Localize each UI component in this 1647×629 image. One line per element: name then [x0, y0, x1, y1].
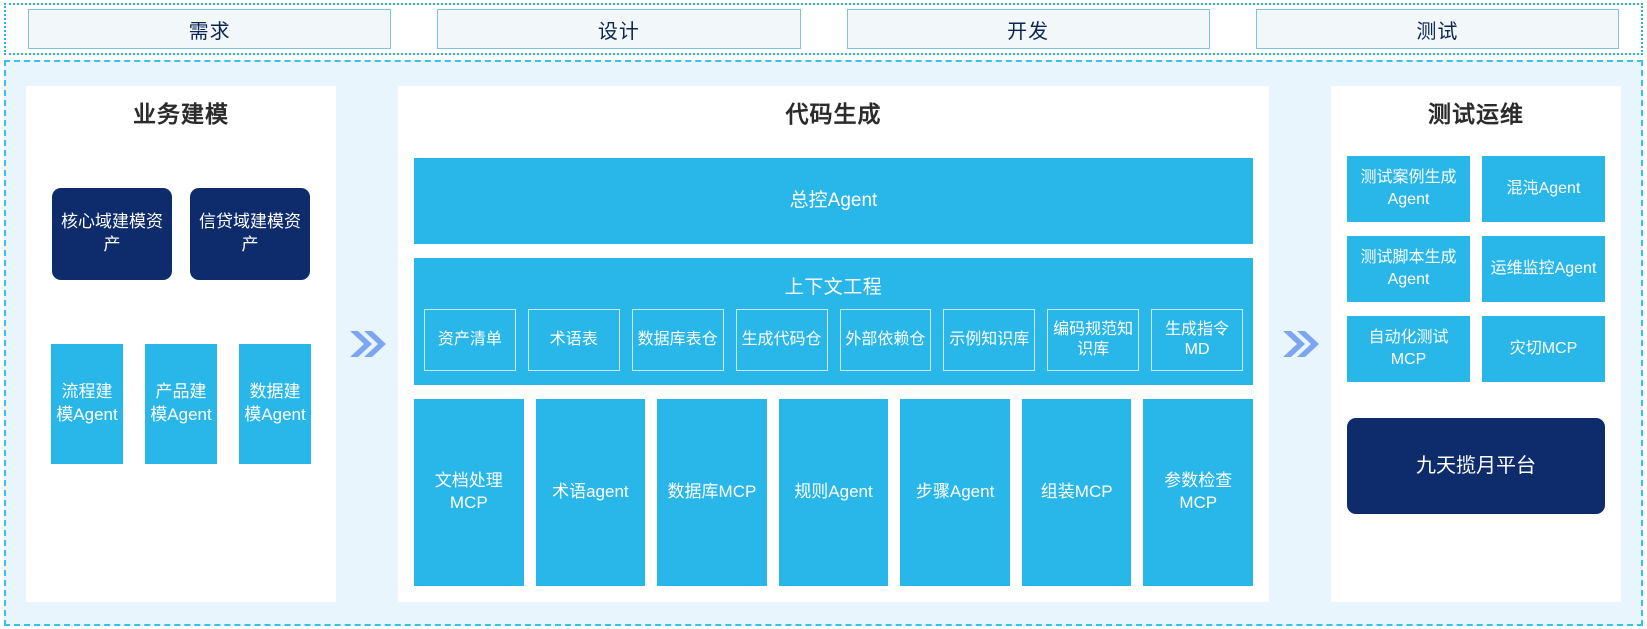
- double-chevron-right-icon: [1283, 331, 1319, 357]
- business-asset-group: 核心域建模资产 信贷域建模资产: [42, 187, 320, 280]
- business-agent-group: 流程建模Agent 产品建模Agent 数据建模Agent: [42, 343, 320, 464]
- agent-card-process-modeling[interactable]: 流程建模Agent: [51, 343, 123, 464]
- panel-code-generation: 代码生成 总控Agent 上下文工程 资产清单 术语表 数据库表仓 生成代码仓 …: [398, 86, 1269, 602]
- stage-button-testing[interactable]: 测试: [1255, 9, 1619, 49]
- stage-label: 测试: [1416, 20, 1459, 43]
- tool-card-rule-agent[interactable]: 规则Agent: [778, 398, 889, 586]
- tool-card-glossary-agent[interactable]: 术语agent: [535, 398, 646, 586]
- stage-label: 需求: [188, 20, 231, 43]
- stage-button-design[interactable]: 设计: [437, 9, 801, 49]
- agent-card-data-modeling[interactable]: 数据建模Agent: [239, 343, 311, 464]
- asset-card-credit-domain[interactable]: 信贷域建模资产: [190, 187, 310, 280]
- tool-card-step-agent[interactable]: 步骤Agent: [900, 398, 1010, 586]
- context-item-generated-code-repo[interactable]: 生成代码仓: [735, 308, 828, 371]
- panel-title-test-operations: 测试运维: [1428, 101, 1524, 127]
- card-automated-test-mcp[interactable]: 自动化测试MCP: [1347, 315, 1470, 382]
- context-item-asset-inventory[interactable]: 资产清单: [424, 308, 516, 371]
- context-item-generation-instruction-md[interactable]: 生成指令MD: [1151, 308, 1243, 371]
- tool-card-assembly-mcp[interactable]: 组装MCP: [1021, 398, 1132, 586]
- panel-title-business-modeling: 业务建模: [133, 101, 229, 127]
- tool-card-database-mcp[interactable]: 数据库MCP: [657, 398, 767, 586]
- flow-arrow-left: [336, 86, 398, 602]
- panel-title-code-generation: 代码生成: [785, 101, 882, 127]
- agent-card-product-modeling[interactable]: 产品建模Agent: [145, 343, 217, 464]
- context-item-glossary[interactable]: 术语表: [527, 308, 620, 371]
- platform-card-jiutian-lanyue[interactable]: 九天揽月平台: [1347, 417, 1605, 514]
- context-item-external-dependency-repo[interactable]: 外部依赖仓: [839, 308, 932, 371]
- panel-business-modeling: 业务建模 核心域建模资产 信贷域建模资产 流程建模Agent 产品建模Agent…: [26, 86, 336, 602]
- card-chaos-agent[interactable]: 混沌Agent: [1482, 155, 1605, 222]
- architecture-diagram: 业务建模 核心域建模资产 信贷域建模资产 流程建模Agent 产品建模Agent…: [4, 60, 1643, 626]
- master-agent-card[interactable]: 总控Agent: [414, 157, 1253, 244]
- context-item-db-table-repo[interactable]: 数据库表仓: [631, 308, 724, 371]
- card-test-case-generation-agent[interactable]: 测试案例生成Agent: [1347, 155, 1470, 222]
- flow-arrow-right: [1269, 86, 1331, 602]
- test-operations-card-group: 测试案例生成Agent 混沌Agent 测试脚本生成Agent 运维监控Agen…: [1347, 155, 1605, 382]
- context-item-example-knowledge-base[interactable]: 示例知识库: [943, 308, 1036, 371]
- context-engineering-title: 上下文工程: [784, 276, 883, 298]
- context-item-group: 资产清单 术语表 数据库表仓 生成代码仓 外部依赖仓 示例知识库 编码规范知识库…: [424, 308, 1243, 371]
- context-item-coding-standard-knowledge-base[interactable]: 编码规范知识库: [1047, 308, 1140, 371]
- card-ops-monitoring-agent[interactable]: 运维监控Agent: [1482, 235, 1605, 302]
- tool-card-parameter-check-mcp[interactable]: 参数检查MCP: [1143, 398, 1254, 586]
- panel-test-operations: 测试运维 测试案例生成Agent 混沌Agent 测试脚本生成Agent 运维监…: [1331, 86, 1621, 602]
- double-chevron-right-icon: [350, 331, 386, 357]
- card-test-script-generation-agent[interactable]: 测试脚本生成Agent: [1347, 235, 1470, 302]
- stage-bar: 需求 设计 开发 测试: [4, 3, 1643, 55]
- code-generation-tool-group: 文档处理MCP 术语agent 数据库MCP 规则Agent 步骤Agent 组…: [414, 398, 1254, 586]
- stage-label: 开发: [1007, 20, 1050, 43]
- stage-button-requirements[interactable]: 需求: [28, 9, 392, 49]
- card-disaster-switch-mcp[interactable]: 灾切MCP: [1482, 315, 1605, 382]
- stage-button-development[interactable]: 开发: [846, 9, 1210, 49]
- context-engineering-block: 上下文工程 资产清单 术语表 数据库表仓 生成代码仓 外部依赖仓 示例知识库 编…: [414, 257, 1253, 385]
- asset-card-core-domain[interactable]: 核心域建模资产: [52, 187, 172, 280]
- stage-label: 设计: [597, 20, 640, 43]
- tool-card-document-processing-mcp[interactable]: 文档处理MCP: [414, 398, 524, 586]
